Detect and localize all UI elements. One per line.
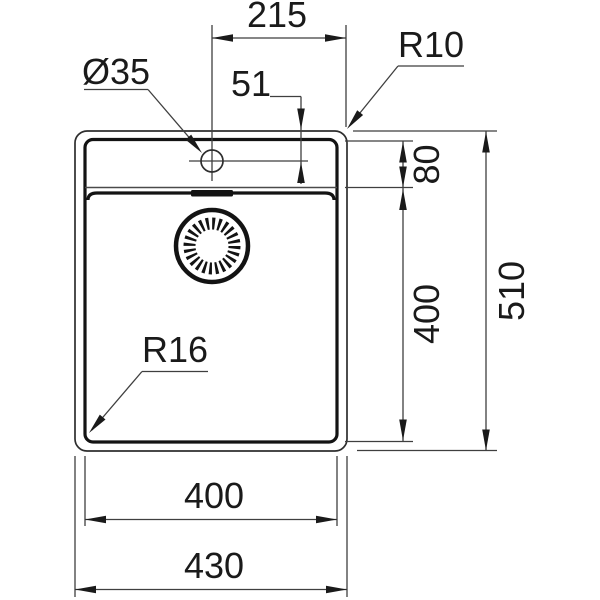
dim-outer-corner-radius: R10 [347,24,464,129]
dim-label-400-horizontal: 400 [184,475,244,516]
dim-bowl-corner-radius: R16 [89,329,208,433]
arrowhead-left [212,34,233,42]
arrowhead-down [482,429,490,451]
dim-label-215: 215 [247,0,307,35]
dim-label-51: 51 [231,63,271,104]
arrowhead-left [85,515,106,524]
arrowhead-right [326,585,347,594]
sink-body [74,130,348,452]
tap-hole [200,149,224,173]
arrowhead-up [297,162,305,183]
dim-label-430: 430 [184,545,244,586]
arrowhead-down [399,419,407,441]
dim-label-80: 80 [406,144,447,184]
dim-bowl-width: 400 [84,456,338,526]
overflow-slot [191,190,233,197]
sink-rim-inner-edge [83,137,339,444]
arrowhead-up [399,141,407,163]
dim-label-r10: R10 [398,24,464,65]
dim-label-510: 510 [491,261,532,321]
arrowhead-right [325,34,346,42]
arrowhead-down [399,166,407,188]
tap-hole-group [189,25,308,181]
sink-outer-edge [74,130,348,452]
dim-deck-depth: 80 [345,140,447,189]
dim-overall-depth: 510 [353,130,532,452]
dim-label-hole-diameter: Ø35 [82,51,150,92]
arrowhead-up [399,189,407,210]
drain-strainer [173,207,251,285]
dim-tap-hole-diameter: Ø35 [82,51,202,153]
arrowhead-down [297,108,305,130]
arrowhead-right [316,515,337,524]
dim-label-400-vertical: 400 [406,284,447,344]
dim-tap-to-right-edge: 215 [212,0,347,127]
drain-strainer-slots [183,217,241,275]
arrowhead-left [75,585,96,594]
leader-arrowhead [347,110,364,129]
dim-label-r16: R16 [142,329,208,370]
dim-overall-width: 430 [74,456,348,597]
drain-outer-ring [173,207,251,285]
arrowhead-up [482,131,490,153]
leader-arrowhead [89,414,106,433]
dim-bowl-depth: 400 [345,187,447,443]
leader-arrowhead [185,134,202,153]
dim-tap-offset: 51 [231,63,305,184]
